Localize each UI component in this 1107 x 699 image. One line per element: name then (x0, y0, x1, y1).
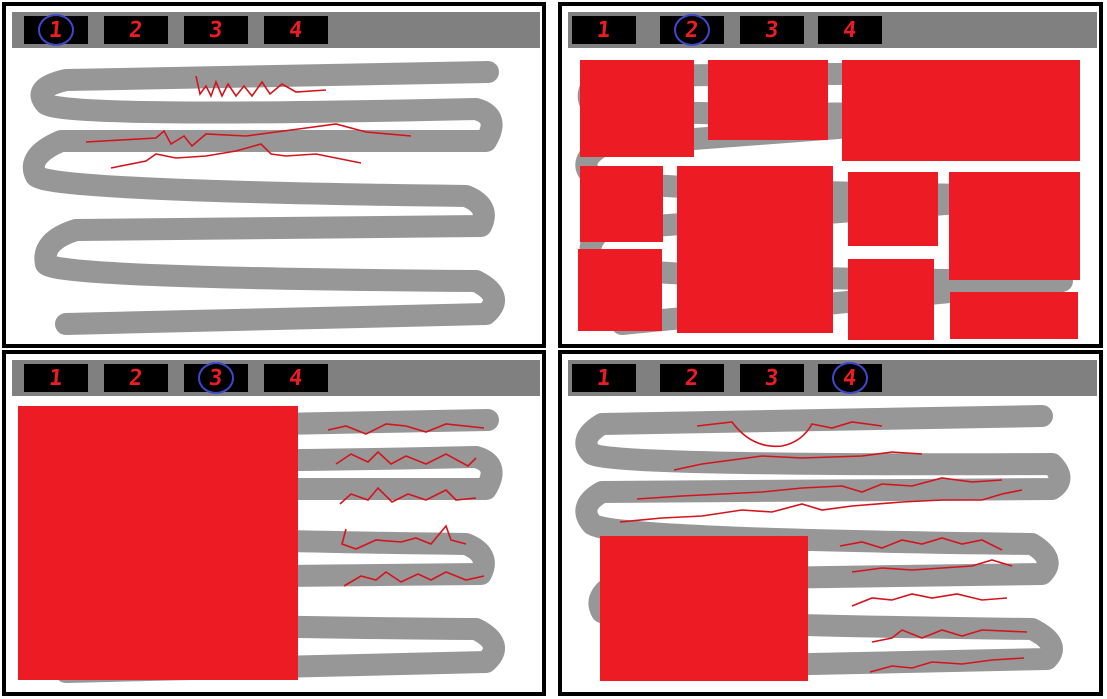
tab-4[interactable]: 4 (264, 364, 328, 392)
scribble (839, 537, 1003, 551)
red-block (677, 166, 833, 333)
tab-4[interactable]: 4 (818, 16, 882, 44)
tab-3[interactable]: 3 (740, 364, 804, 392)
scribble (195, 75, 327, 99)
canvas (575, 60, 1080, 340)
tab-1[interactable]: 1 (572, 364, 636, 392)
tab-3[interactable]: 3 (184, 16, 248, 44)
tab-bar: 1 2 3 4 (12, 12, 540, 48)
tab-2[interactable]: 2 (104, 16, 168, 44)
red-block (578, 249, 662, 331)
tab-3[interactable]: 3 (184, 362, 248, 394)
red-block (949, 172, 1080, 280)
canvas (22, 61, 505, 335)
selected-ring (198, 362, 234, 394)
scribble (696, 421, 883, 448)
selected-ring (674, 14, 710, 46)
scribble (327, 423, 485, 435)
scribble (343, 571, 485, 587)
tab-1[interactable]: 1 (572, 16, 636, 44)
tab-bar: 1 2 3 4 (568, 360, 1097, 396)
canvas (575, 405, 1071, 681)
tab-4[interactable]: 4 (818, 362, 882, 394)
tab-2[interactable]: 2 (660, 364, 724, 392)
panel-2: 1 2 3 4 (558, 2, 1103, 348)
red-block (950, 292, 1078, 339)
panel-3: 1 2 3 4 (2, 350, 546, 696)
red-block (600, 536, 808, 681)
selected-ring (38, 14, 74, 46)
scribble (851, 559, 1013, 573)
red-block (18, 406, 298, 680)
red-block (848, 259, 934, 340)
panel-4: 1 2 3 4 (558, 350, 1103, 696)
scribble (335, 450, 477, 467)
red-block (708, 60, 828, 140)
scribble (636, 477, 1003, 500)
selected-ring (832, 362, 868, 394)
tab-bar: 1 2 3 4 (568, 12, 1097, 48)
tab-bar: 1 2 3 4 (12, 360, 540, 396)
canvas (18, 406, 505, 683)
scribble (341, 524, 467, 550)
red-block (842, 60, 1080, 161)
scribble (871, 629, 1028, 643)
scribble (110, 143, 362, 169)
scribble (85, 123, 412, 148)
scribble (339, 486, 477, 505)
tab-1[interactable]: 1 (24, 14, 88, 46)
scribble (673, 451, 923, 471)
scribble (869, 657, 1025, 673)
tab-3[interactable]: 3 (740, 16, 804, 44)
snake-path (22, 61, 505, 335)
tab-2[interactable]: 2 (104, 364, 168, 392)
scribble (619, 489, 1023, 523)
tab-2[interactable]: 2 (660, 14, 724, 46)
red-block (848, 172, 938, 246)
panel-1: 1 2 3 4 (2, 2, 546, 348)
red-block (580, 166, 663, 242)
tab-1[interactable]: 1 (24, 364, 88, 392)
red-block (580, 60, 694, 157)
scribble (851, 593, 1008, 607)
tab-4[interactable]: 4 (264, 16, 328, 44)
